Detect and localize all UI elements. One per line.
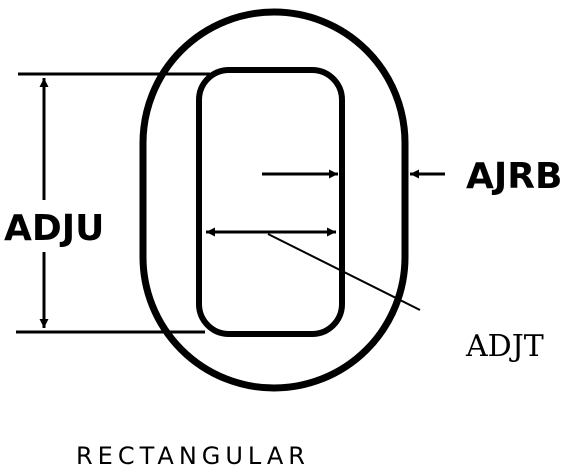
- shape-caption: RECTANGULAR: [76, 442, 310, 470]
- height-dimension-label: ADJU: [4, 208, 104, 249]
- outer-ring-outline: [139, 8, 409, 392]
- inner-opening-outline: [196, 67, 345, 337]
- inner-width-leader-line: [267, 233, 421, 311]
- inner-width-label: ADJT: [465, 329, 544, 364]
- thickness-label: AJRB: [466, 156, 562, 197]
